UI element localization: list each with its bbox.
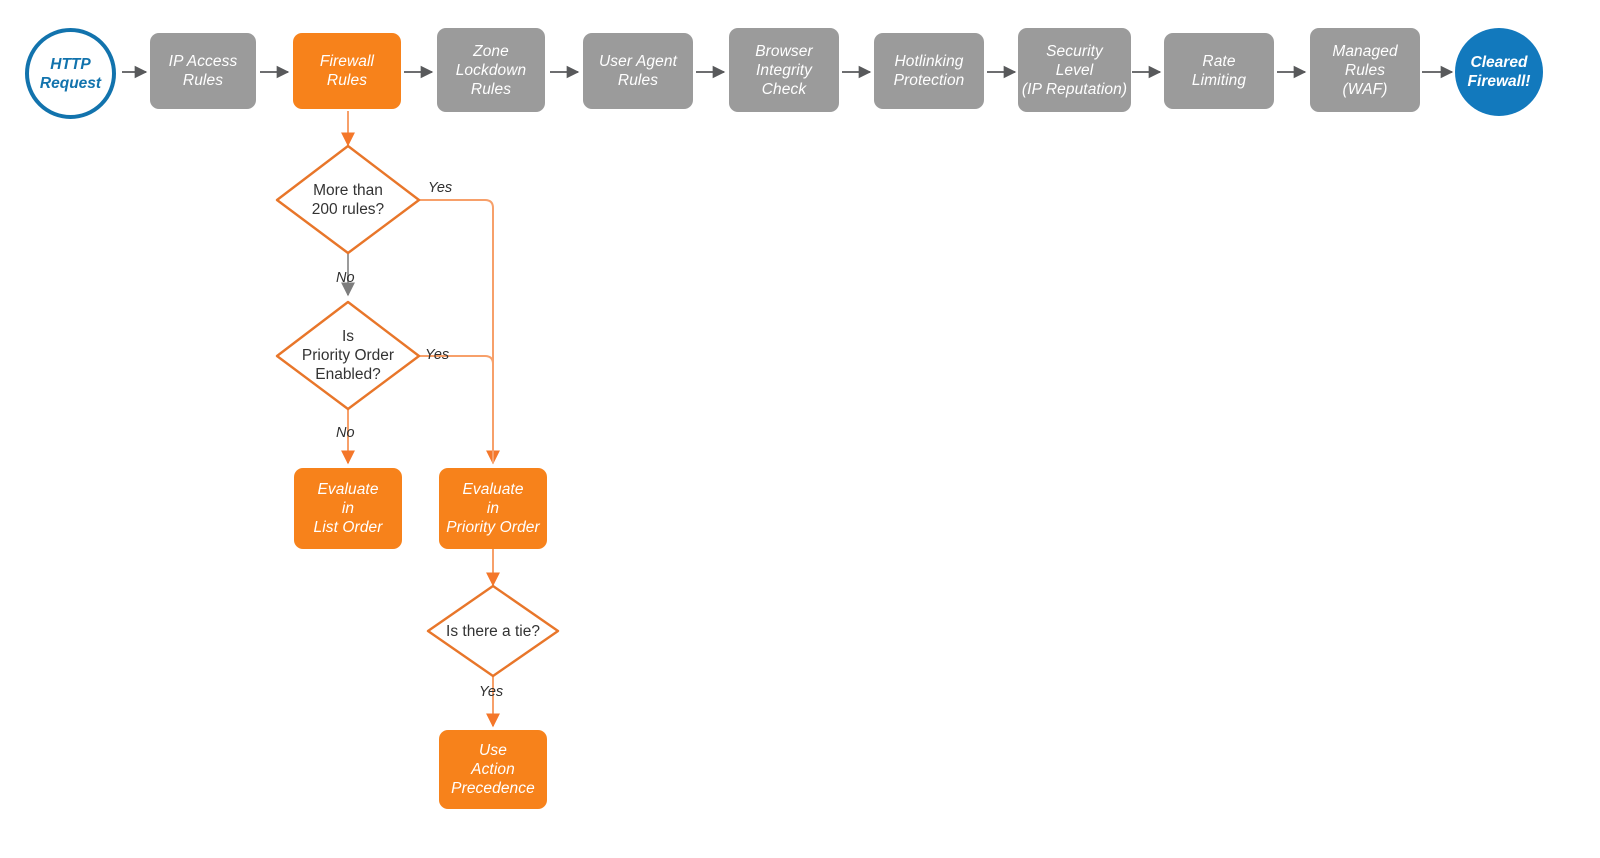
decision-priority-order-enabled-label: Is Priority Order Enabled? (301, 328, 395, 383)
node-zone-lockdown-rules[interactable]: Zone Lockdown Rules (437, 28, 545, 112)
node-firewall-rules-label: Firewall Rules (319, 53, 375, 89)
node-hotlinking-protection[interactable]: Hotlinking Protection (874, 33, 984, 109)
node-user-agent-rules-label: User Agent Rules (599, 53, 677, 89)
decision-is-there-a-tie-label: Is there a tie? (446, 622, 540, 640)
node-browser-integrity-check[interactable]: Browser Integrity Check (729, 28, 839, 112)
edge-label-priority-yes: Yes (425, 347, 450, 363)
decision-more-than-200-rules-label: More than 200 rules? (311, 181, 385, 218)
node-zone-lockdown-rules-label: Zone Lockdown Rules (455, 42, 527, 98)
edge-more200-yes (419, 199, 500, 465)
node-http-request[interactable]: HTTP Request (25, 28, 116, 119)
edge-label-tie-yes: Yes (479, 684, 504, 700)
decision-more-than-200-rules[interactable]: More than 200 rules? (277, 146, 419, 253)
node-evaluate-in-priority-order[interactable]: Evaluate in Priority Order (439, 468, 547, 549)
decision-is-there-a-tie[interactable]: Is there a tie? (428, 586, 558, 676)
edge-label-more200-yes: Yes (428, 180, 453, 196)
node-evaluate-in-list-order[interactable]: Evaluate in List Order (294, 468, 402, 549)
node-http-request-label: HTTP Request (39, 55, 102, 92)
node-ip-access-rules-label: IP Access Rules (168, 53, 238, 89)
node-managed-rules-waf-label: Managed Rules (WAF) (1332, 42, 1398, 98)
node-hotlinking-protection-label: Hotlinking Protection (893, 53, 965, 89)
node-cleared-firewall[interactable]: Cleared Firewall! (1455, 28, 1543, 116)
decision-priority-order-enabled[interactable]: Is Priority Order Enabled? (277, 302, 419, 409)
edge-label-more200-no: No (336, 270, 355, 286)
node-ip-access-rules[interactable]: IP Access Rules (150, 33, 256, 109)
edge-label-priority-no: No (336, 425, 355, 441)
edge-priority-yes (419, 355, 494, 463)
node-security-level[interactable]: Security Level (IP Reputation) (1018, 28, 1131, 112)
node-evaluate-in-list-order-label: Evaluate in List Order (313, 481, 383, 536)
node-user-agent-rules[interactable]: User Agent Rules (583, 33, 693, 109)
node-use-action-precedence[interactable]: Use Action Precedence (439, 730, 547, 809)
node-security-level-label: Security Level (IP Reputation) (1021, 42, 1128, 98)
node-firewall-rules[interactable]: Firewall Rules (293, 33, 401, 109)
node-managed-rules-waf[interactable]: Managed Rules (WAF) (1310, 28, 1420, 112)
node-cleared-firewall-label: Cleared Firewall! (1467, 54, 1531, 90)
node-browser-integrity-check-label: Browser Integrity Check (755, 42, 813, 98)
node-evaluate-in-priority-order-label: Evaluate in Priority Order (446, 481, 540, 536)
node-rate-limiting-label: Rate Limiting (1191, 53, 1247, 89)
node-rate-limiting[interactable]: Rate Limiting (1164, 33, 1274, 109)
node-use-action-precedence-label: Use Action Precedence (451, 742, 535, 797)
